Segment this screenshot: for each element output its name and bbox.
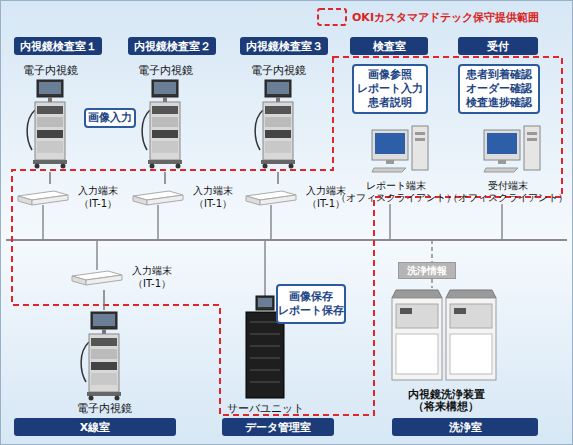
endoscope-node: 電子内視鏡 bbox=[20, 64, 80, 172]
office-client-pc bbox=[372, 126, 540, 172]
input-terminal-node: 入力端末 （IT-1） bbox=[72, 264, 180, 290]
info-callout: 洗浄情報 bbox=[398, 262, 456, 279]
server-unit bbox=[258, 298, 272, 307]
node-text: 電子内視鏡 bbox=[77, 402, 132, 414]
input-terminal-node: 入力端末 （IT-1） bbox=[18, 184, 126, 210]
function-callout: 画像参照 レポート入力 患者説明 bbox=[352, 64, 428, 114]
network-line bbox=[431, 279, 433, 288]
endoscope-node: 電子内視鏡 bbox=[248, 64, 308, 172]
washer-device bbox=[392, 290, 442, 380]
input-terminal bbox=[246, 191, 296, 205]
endoscope-node: 電子内視鏡 bbox=[135, 64, 195, 172]
washer-node: 内視鏡洗浄装置 （将来構想） bbox=[383, 284, 509, 412]
node-text: 検査室 bbox=[373, 39, 406, 54]
server-unit bbox=[250, 370, 280, 371]
endoscope-cart bbox=[81, 312, 121, 401]
washer-device bbox=[446, 290, 496, 380]
node-text: 画像入力 bbox=[88, 111, 132, 125]
scope-boundary bbox=[12, 57, 562, 415]
endoscope-cart bbox=[27, 80, 295, 401]
room-label: X線室 bbox=[14, 418, 176, 436]
washer-device bbox=[392, 290, 496, 380]
legend-sample bbox=[318, 9, 346, 25]
node-text: 電子内視鏡 bbox=[23, 64, 78, 76]
endoscope-cart bbox=[27, 80, 67, 169]
network-line bbox=[389, 204, 391, 240]
node-text: 内視鏡洗浄装置 （将来構想） bbox=[383, 388, 509, 412]
background-panel bbox=[1, 240, 573, 444]
room-label: 内視鏡検査室１ bbox=[14, 37, 102, 55]
room-label: 検査室 bbox=[350, 37, 428, 55]
node-text: 画像保存 レポート保存 bbox=[278, 290, 344, 318]
server-unit bbox=[250, 382, 280, 383]
network-line bbox=[431, 240, 433, 262]
office-client-pc bbox=[372, 126, 428, 172]
network-line bbox=[42, 205, 44, 240]
node-text: 電子内視鏡 bbox=[138, 64, 193, 76]
node-text: 画像参照 レポート入力 患者説明 bbox=[354, 68, 426, 110]
node-text: 内視鏡検査室３ bbox=[246, 39, 323, 54]
node-text: データ管理室 bbox=[245, 420, 311, 435]
scope-boundary bbox=[12, 57, 562, 415]
cable-connector bbox=[49, 172, 51, 184]
node-text: 内視鏡検査室２ bbox=[134, 39, 211, 54]
server-node: サーバユニット bbox=[222, 292, 308, 414]
endoscope-cart bbox=[142, 80, 182, 169]
node-text: X線室 bbox=[80, 420, 110, 435]
cable-connector bbox=[103, 290, 105, 310]
input-terminal bbox=[72, 271, 122, 285]
room-label: 洗浄室 bbox=[392, 418, 538, 436]
legend-text: OKIカスタマアドテック保守提供範囲 bbox=[352, 10, 539, 25]
input-terminal bbox=[18, 191, 68, 205]
background-panel bbox=[1, 1, 573, 241]
client-node: 受付端末 （オフィスクライアント） bbox=[452, 126, 564, 204]
input-terminal-node: 入力端末 （IT-1） bbox=[133, 184, 241, 210]
network-line bbox=[264, 240, 266, 296]
network-line bbox=[6, 239, 567, 241]
office-client-pc bbox=[484, 126, 540, 172]
node-text: 電子内視鏡 bbox=[251, 64, 306, 76]
server-unit bbox=[246, 312, 284, 398]
node-text: 入力端末 （IT-1） bbox=[124, 264, 180, 290]
network-line bbox=[270, 205, 272, 240]
node-text: 患者到着確認 オーダー確認 検査進捗確認 bbox=[460, 68, 538, 110]
room-label: 受付 bbox=[458, 37, 538, 55]
network-line bbox=[6, 204, 567, 296]
node-text: 洗浄情報 bbox=[407, 264, 447, 278]
room-label: データ管理室 bbox=[222, 418, 334, 436]
network-line bbox=[501, 204, 503, 240]
function-callout: 画像入力 bbox=[84, 108, 136, 128]
cable-connector bbox=[277, 172, 279, 184]
node-text: 受付端末 （オフィスクライアント） bbox=[448, 180, 568, 204]
server-unit bbox=[250, 358, 280, 359]
network-line bbox=[157, 205, 159, 240]
node-text: サーバユニット bbox=[227, 402, 304, 414]
node-text: 受付 bbox=[487, 39, 509, 54]
function-callout: 患者到着確認 オーダー確認 検査進捗確認 bbox=[458, 64, 540, 114]
legend-sample bbox=[318, 9, 346, 25]
server-unit bbox=[250, 334, 280, 335]
node-text: 内視鏡検査室１ bbox=[20, 39, 97, 54]
network-line bbox=[96, 240, 98, 270]
cable-connector bbox=[164, 172, 166, 184]
node-text: 入力端末 （IT-1） bbox=[70, 184, 126, 210]
node-text: レポート端末 （オフィスクライアント） bbox=[336, 180, 456, 204]
server-unit bbox=[256, 296, 274, 310]
node-text: 入力端末 （IT-1） bbox=[185, 184, 241, 210]
endoscope-cart bbox=[255, 80, 295, 169]
client-node: レポート端末 （オフィスクライアント） bbox=[340, 126, 452, 204]
room-label: 内視鏡検査室３ bbox=[240, 37, 328, 55]
function-callout: 画像保存 レポート保存 bbox=[276, 284, 346, 324]
endoscope-node: 電子内視鏡 bbox=[74, 310, 134, 414]
input-terminal bbox=[133, 191, 183, 205]
room-label: 内視鏡検査室２ bbox=[128, 37, 216, 55]
server-unit bbox=[250, 346, 280, 347]
node-text: 洗浄室 bbox=[449, 420, 482, 435]
